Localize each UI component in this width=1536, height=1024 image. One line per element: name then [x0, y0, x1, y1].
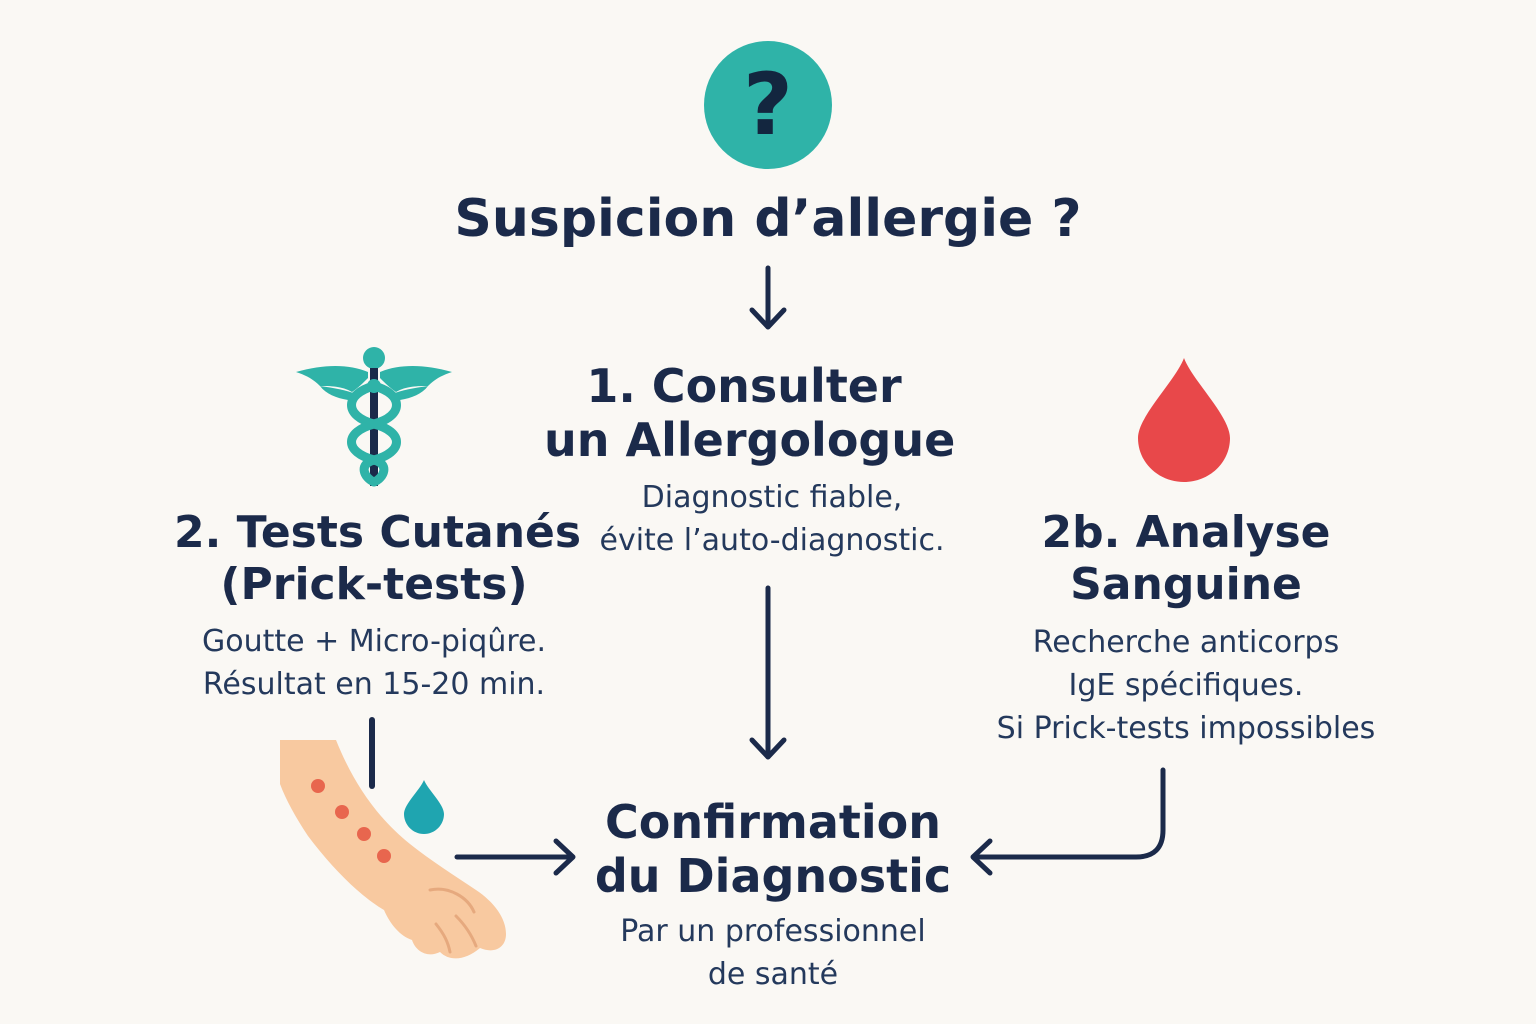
water-drop-icon	[404, 780, 444, 834]
diagram-title: Suspicion d’allergie ?	[454, 189, 1082, 249]
arrow-title-to-step1	[749, 265, 787, 330]
arm-icon	[280, 740, 506, 959]
result-desc-line1: Par un professionnel	[620, 914, 926, 949]
arrow-step2-to-result	[454, 838, 576, 876]
result-title-line1: Confirmation	[605, 795, 941, 849]
result-title-line2: du Diagnostic	[594, 849, 952, 903]
step1-title-line1: 1. Consulter	[586, 359, 902, 413]
result-desc-line2: de santé	[707, 957, 839, 992]
caduceus-icon	[296, 347, 452, 487]
step2b-desc-line1: Recherche anticorps	[1032, 625, 1340, 660]
arrow-step2b-to-result	[970, 767, 1166, 876]
step2b-title-line2: Sanguine	[1070, 559, 1302, 610]
step2-title-line1: 2. Tests Cutanés	[174, 507, 582, 558]
step2-title-line2: (Prick-tests)	[220, 559, 528, 610]
step1-title-line2: un Allergologue	[544, 413, 956, 467]
step2b-title-line1: 2b. Analyse	[1041, 507, 1331, 558]
arrow-step1-to-result	[749, 585, 787, 760]
blood-drop-icon	[1138, 358, 1230, 482]
step2b-desc-line2: IgE spécifiques.	[1068, 668, 1304, 703]
question-mark-icon: ?	[704, 41, 832, 169]
step1-desc-line1: Diagnostic fiable,	[641, 480, 903, 515]
step2-desc-line1: Goutte + Micro-piqûre.	[201, 624, 547, 659]
step1-desc-line2: évite l’auto-diagnostic.	[599, 523, 945, 558]
step2-desc-line2: Résultat en 15-20 min.	[202, 667, 546, 702]
question-glyph: ?	[743, 55, 793, 155]
step2b-desc-line3: Si Prick-tests impossibles	[996, 711, 1376, 746]
